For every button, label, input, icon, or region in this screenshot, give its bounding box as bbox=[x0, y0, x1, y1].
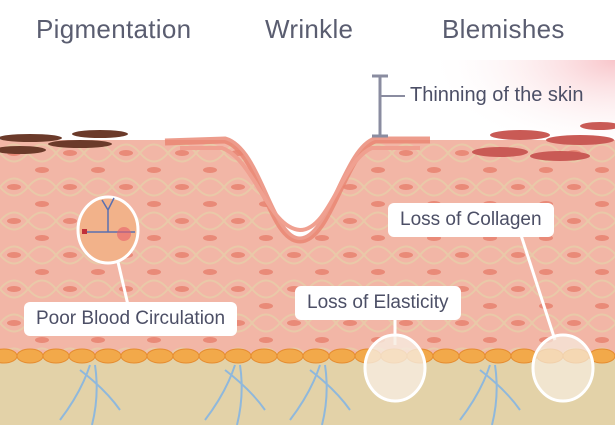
title-blemishes: Blemishes bbox=[442, 14, 565, 44]
thinning-marker bbox=[372, 74, 405, 138]
fat-cell bbox=[458, 348, 486, 364]
collagen-fiber bbox=[289, 364, 321, 421]
fat-cell bbox=[42, 348, 70, 364]
fat-cell bbox=[328, 348, 356, 364]
label-elasticity: Loss of Elasticity bbox=[295, 286, 461, 320]
blood-circulation-magnifier bbox=[76, 195, 140, 265]
collagen-fiber bbox=[459, 364, 491, 421]
title-pigmentation: Pigmentation bbox=[36, 14, 192, 44]
fat-cell bbox=[146, 348, 174, 364]
collagen-fiber bbox=[491, 364, 498, 425]
fat-cell bbox=[432, 348, 460, 364]
fat-cell bbox=[250, 348, 278, 364]
title-wrinkle: Wrinkle bbox=[265, 14, 354, 44]
collagen-fiber bbox=[204, 364, 236, 421]
pigmentation-patch bbox=[0, 130, 128, 154]
elasticity-magnifier bbox=[363, 333, 427, 403]
fat-cell bbox=[172, 348, 200, 364]
fat-cell bbox=[302, 348, 330, 364]
collagen-fiber bbox=[479, 369, 521, 411]
dermis-layer bbox=[0, 355, 615, 425]
collagen-fiber bbox=[321, 364, 328, 425]
label-collagen: Loss of Collagen bbox=[388, 203, 554, 237]
fat-cell bbox=[276, 348, 304, 364]
collagen-fiber bbox=[224, 369, 266, 411]
fat-cell bbox=[94, 348, 122, 364]
collagen-fiber bbox=[91, 364, 98, 425]
collagen-fiber bbox=[236, 364, 243, 425]
collagen-fiber bbox=[59, 364, 91, 421]
fat-cell bbox=[224, 348, 252, 364]
blemish-patch bbox=[472, 122, 615, 161]
collagen-magnifier bbox=[531, 333, 595, 403]
fat-cell bbox=[198, 348, 226, 364]
fat-cell bbox=[68, 348, 96, 364]
collagen-fiber bbox=[309, 369, 351, 411]
fat-cell bbox=[120, 348, 148, 364]
fat-cell bbox=[484, 348, 512, 364]
label-thinning: Thinning of the skin bbox=[410, 84, 584, 106]
label-circulation: Poor Blood Circulation bbox=[24, 302, 238, 336]
fat-cell bbox=[16, 348, 44, 364]
collagen-fiber bbox=[79, 369, 121, 411]
